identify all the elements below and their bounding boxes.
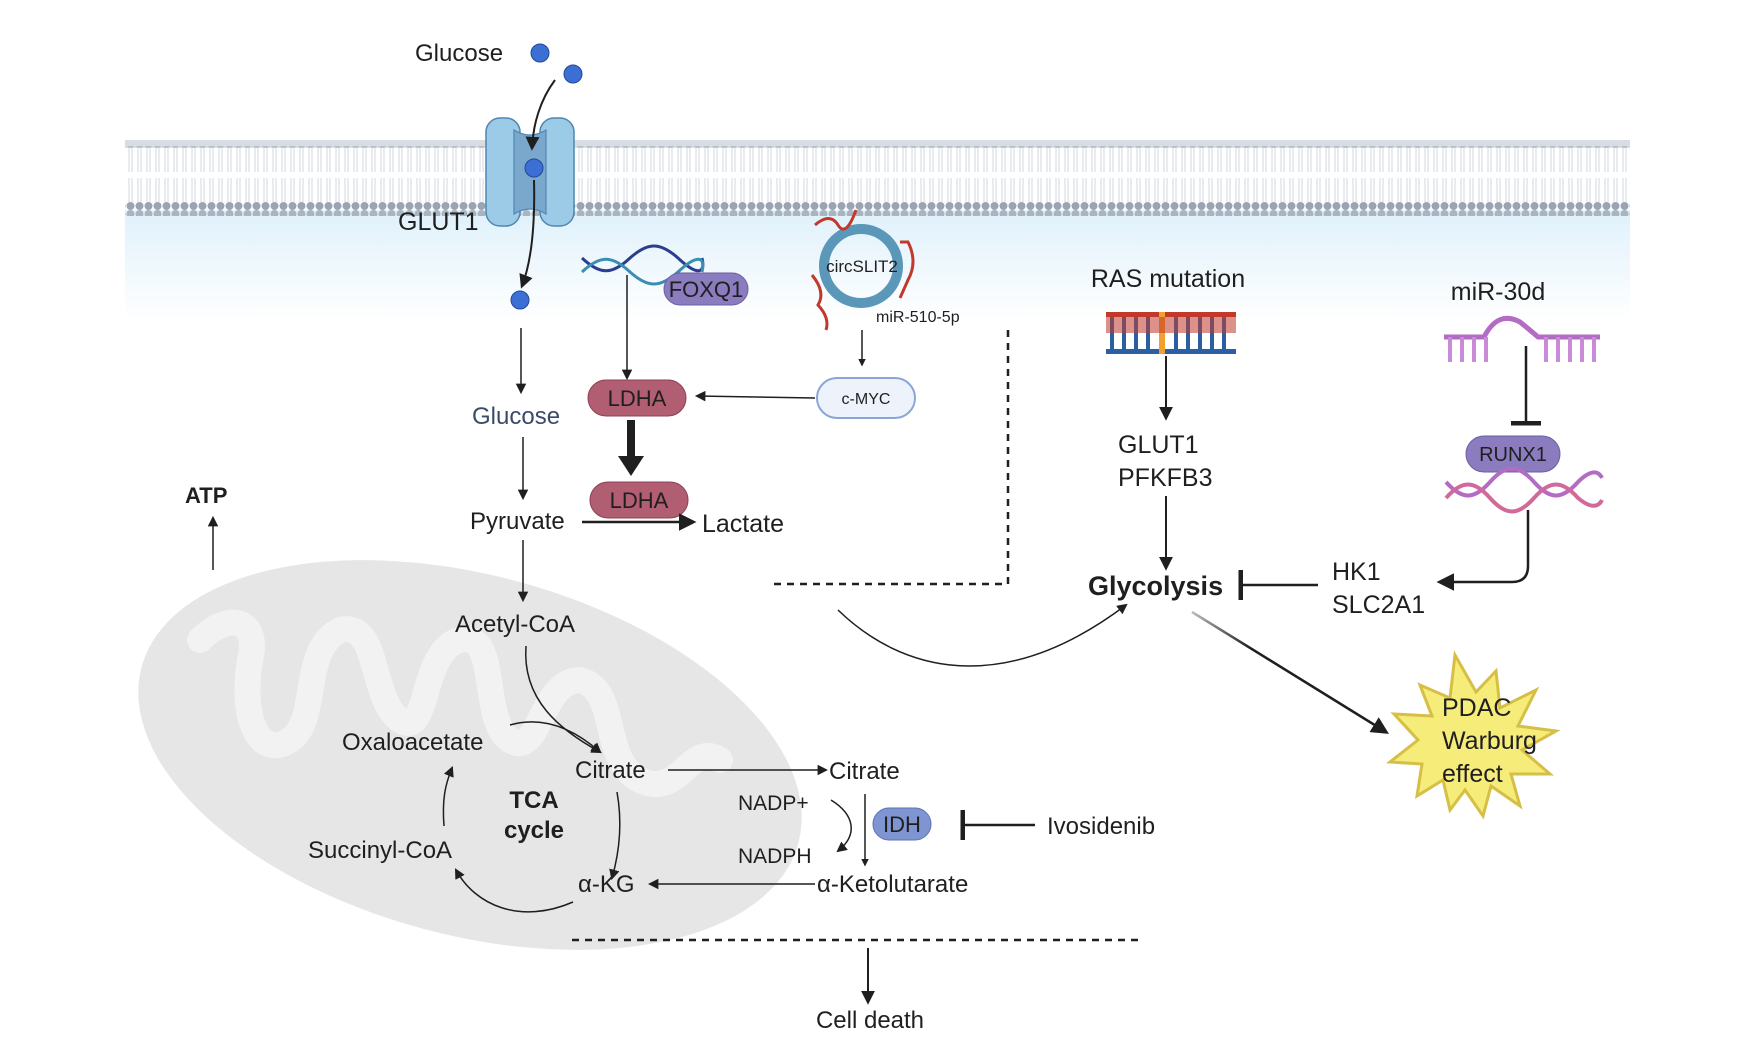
akg-label: α-KG <box>578 871 635 898</box>
acetyl-coa-label: Acetyl-CoA <box>455 611 575 638</box>
ldha-bottom-badge <box>589 481 689 519</box>
glycolysis-label: Glycolysis <box>1088 571 1223 601</box>
idh-badge <box>872 807 932 841</box>
glucose-molecule-icon <box>563 64 583 84</box>
atp-label: ATP <box>185 483 227 508</box>
cmyc-label: c-MYC <box>842 391 891 408</box>
pdac-label-line2: Warburg <box>1442 727 1537 755</box>
nadph-label: NADPH <box>738 845 812 868</box>
glut1-label: GLUT1 <box>398 208 479 236</box>
mir510-label: miR-510-5p <box>876 309 960 326</box>
cmyc-badge <box>816 377 916 419</box>
arrow-acetylcoa-to-citrate <box>525 645 602 754</box>
ldha-top-badge <box>587 379 687 417</box>
arrow-to-glycolysis-curve <box>837 603 1128 667</box>
dna-helix-icon <box>1444 466 1604 514</box>
ivosidenib-label: Ivosidenib <box>1047 813 1155 840</box>
glucose-intracellular-label: Glucose <box>472 403 560 430</box>
pfkfb3-label: PFKFB3 <box>1118 464 1212 492</box>
arrow-akg-to-succinylcoa <box>454 868 574 913</box>
nadp-plus-label: NADP+ <box>738 792 809 815</box>
oxaloacetate-label: Oxaloacetate <box>342 729 483 756</box>
circslit2-label: circSLIT2 <box>826 257 898 276</box>
hk1-label: HK1 <box>1332 558 1381 586</box>
tca-label-line2: cycle <box>504 817 564 844</box>
citrate-cyto-label: Citrate <box>829 758 900 785</box>
ras-mutation-label: RAS mutation <box>1091 265 1245 293</box>
runx1-label: RUNX1 <box>1479 444 1547 466</box>
arrow-glucose-through <box>519 179 536 289</box>
lactate-label: Lactate <box>702 510 784 538</box>
ldha-bottom-label: LDHA <box>610 488 669 513</box>
ldha-top-label: LDHA <box>608 386 667 411</box>
arrow-oxaloacetate-to-citrate <box>509 721 602 754</box>
glucose-molecule-icon <box>530 43 550 63</box>
circrna-icon <box>810 209 915 331</box>
mir30d-label: miR-30d <box>1451 278 1545 306</box>
runx1-badge <box>1465 435 1561 473</box>
succinyl-coa-label: Succinyl-CoA <box>308 837 452 864</box>
glucose-extracellular-label: Glucose <box>415 40 503 67</box>
glucose-molecule-icon <box>510 290 530 310</box>
cell-membrane <box>125 140 1630 216</box>
foxq1-badge <box>663 272 749 306</box>
arrow-glucose-entry <box>525 79 556 151</box>
idh-label: IDH <box>883 812 921 837</box>
dna-helix-icon <box>580 244 705 286</box>
cell-death-label: Cell death <box>816 1007 924 1034</box>
arrow-glycolysis-to-warburg <box>1191 610 1389 734</box>
arrow-nadp-to-nadph <box>830 799 852 853</box>
pyruvate-label: Pyruvate <box>470 508 565 535</box>
aketoglutarate-label: α-Ketolutarate <box>817 871 968 898</box>
tca-label-line1: TCA <box>509 787 558 814</box>
pdac-label-line1: PDAC <box>1442 694 1511 722</box>
mitochondrion-icon <box>138 560 802 950</box>
arrow-succinylcoa-to-oxaloacetate <box>442 766 454 827</box>
arrow-citrate-to-akg <box>609 791 621 881</box>
arrow-runx1-to-hk1 <box>1436 510 1530 591</box>
glut1-gene-label: GLUT1 <box>1118 431 1199 459</box>
foxq1-label: FOXQ1 <box>669 277 744 302</box>
glucose-molecule-icon <box>524 158 544 178</box>
pdac-label-line3: effect <box>1442 760 1503 788</box>
dashed-bracket <box>768 330 1010 586</box>
glut1-transporter-icon <box>485 117 575 227</box>
starburst-icon <box>1385 650 1561 820</box>
slc2a1-label: SLC2A1 <box>1332 591 1425 619</box>
thick-arrow-head-icon <box>618 456 644 476</box>
mirna-hairpin-icon <box>1444 315 1600 362</box>
mutated-dna-icon <box>1106 312 1236 354</box>
citrate-mito-label: Citrate <box>575 757 646 784</box>
arrow-cmyc-to-ldha <box>694 390 816 402</box>
